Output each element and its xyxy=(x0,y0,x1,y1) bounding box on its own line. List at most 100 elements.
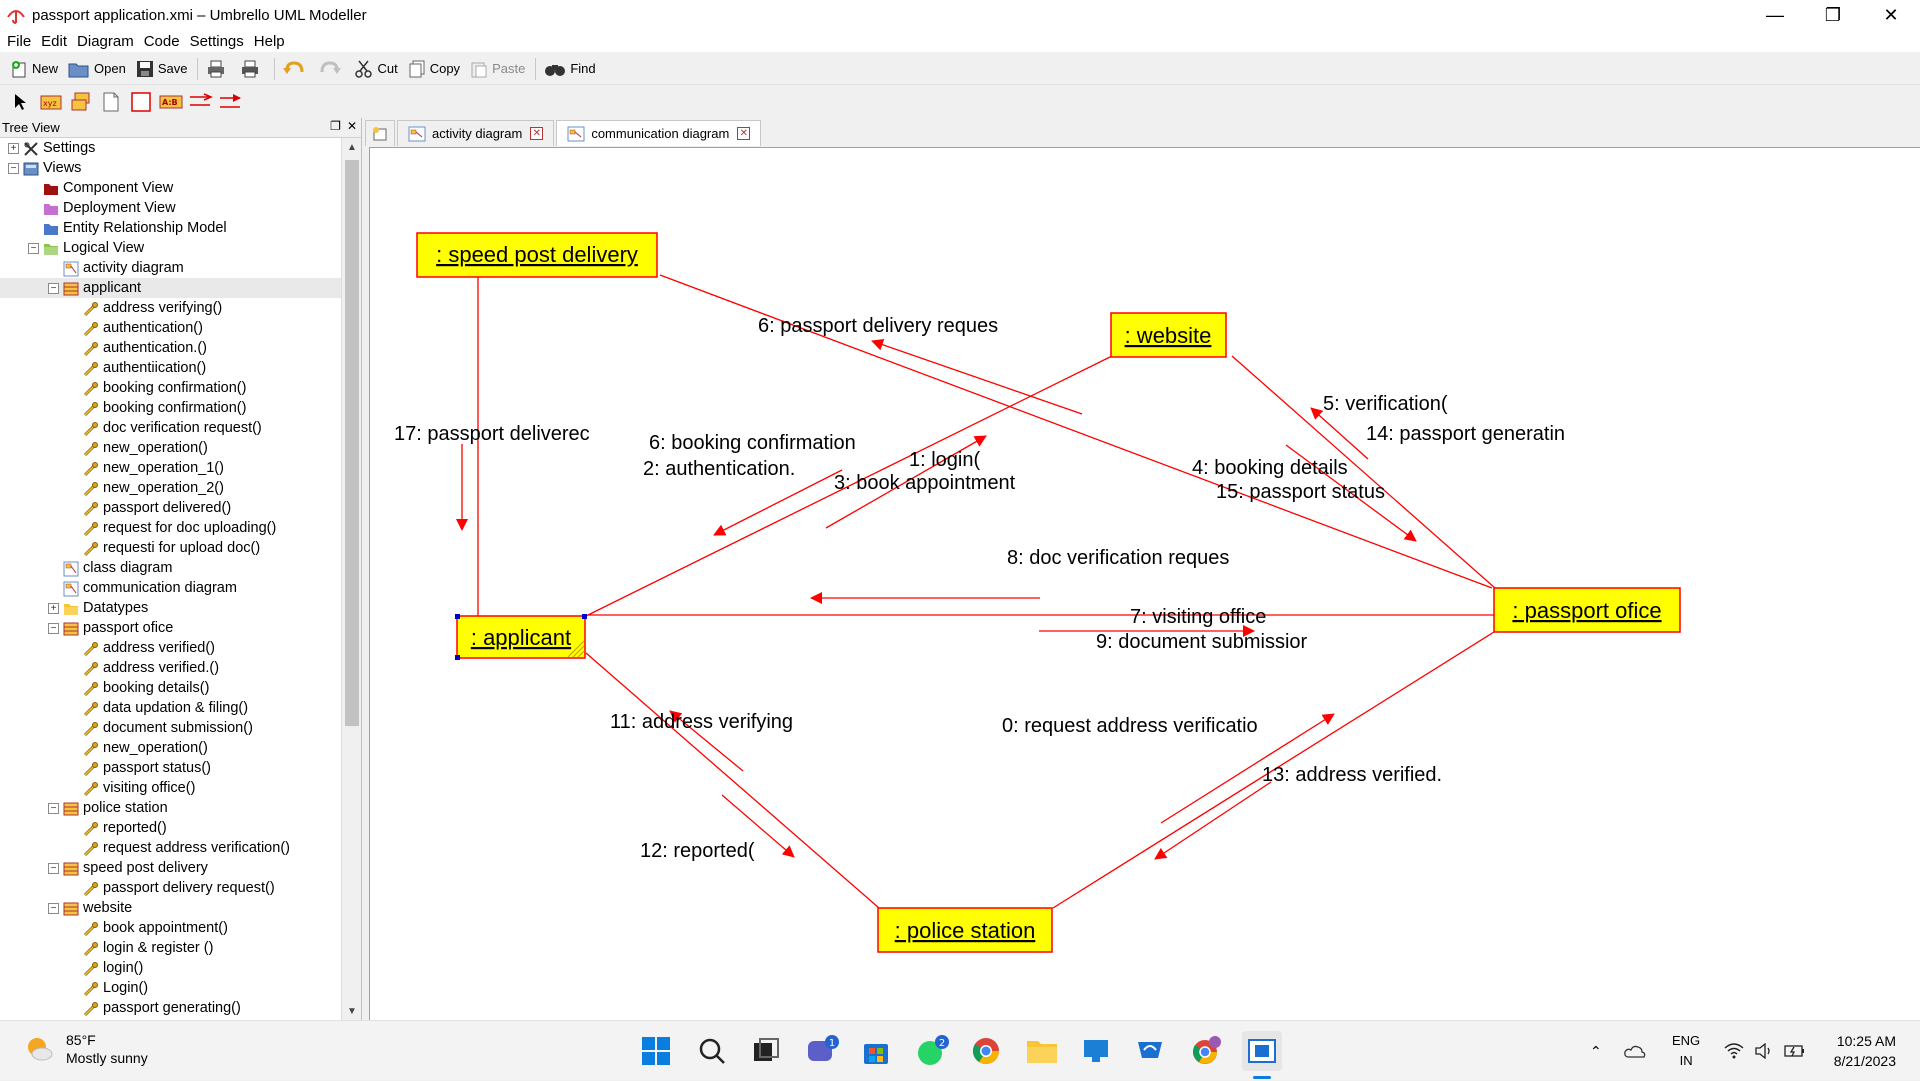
note-tool[interactable] xyxy=(98,89,124,115)
remote-desktop-button[interactable] xyxy=(1076,1031,1116,1071)
chrome-profile-button[interactable] xyxy=(1186,1031,1226,1071)
msg-arrow-address-verifying[interactable] xyxy=(669,710,744,772)
chrome-app-button[interactable] xyxy=(966,1031,1006,1071)
tree-item[interactable]: login() xyxy=(0,958,342,978)
tree-item[interactable]: request for doc uploading() xyxy=(0,518,342,538)
tree-item[interactable]: −speed post delivery xyxy=(0,858,342,878)
tree-item[interactable]: Deployment View xyxy=(0,198,342,218)
redo-button[interactable] xyxy=(315,56,349,82)
battery-charging-icon[interactable] xyxy=(1784,1043,1806,1059)
undo-button[interactable] xyxy=(279,56,313,82)
open-button[interactable]: Open xyxy=(64,56,130,82)
msg-arrow-request-address-verification[interactable] xyxy=(1160,713,1335,824)
tree-item[interactable]: new_operation() xyxy=(0,738,342,758)
scroll-up-icon[interactable]: ▲ xyxy=(347,141,357,153)
object-police-station[interactable]: : police station xyxy=(877,907,1053,953)
collapse-icon[interactable]: − xyxy=(48,622,59,634)
volume-icon[interactable] xyxy=(1754,1043,1774,1059)
collapse-icon[interactable]: − xyxy=(48,282,59,294)
float-panel-icon[interactable]: ❐ xyxy=(330,119,341,133)
tree-item[interactable]: doc verification request() xyxy=(0,418,342,438)
tree-item[interactable]: +Settings xyxy=(0,138,342,158)
scroll-down-icon[interactable]: ▼ xyxy=(347,1005,357,1017)
quick-assist-button[interactable] xyxy=(1130,1031,1170,1071)
tree-item[interactable]: −applicant xyxy=(0,278,342,298)
close-button[interactable]: ✕ xyxy=(1883,4,1899,25)
onedrive-cloud-icon[interactable] xyxy=(1623,1044,1646,1058)
tree-item[interactable]: booking confirmation() xyxy=(0,378,342,398)
collapse-icon[interactable]: − xyxy=(28,242,39,254)
tree-item[interactable]: address verified() xyxy=(0,638,342,658)
menu-file[interactable]: File xyxy=(7,32,32,50)
select-tool[interactable] xyxy=(8,89,34,115)
tree-item[interactable]: authentiication() xyxy=(0,358,342,378)
cut-button[interactable]: Cut xyxy=(351,56,401,82)
object-tool[interactable]: xyz xyxy=(38,89,64,115)
save-button[interactable]: Save xyxy=(132,56,192,82)
tree-item[interactable]: communication diagram xyxy=(0,578,342,598)
tab-communication-diagram[interactable]: communication diagram ✕ xyxy=(556,120,762,146)
tree-scrollbar[interactable]: ▲ ▼ xyxy=(341,138,361,1020)
message-tool[interactable] xyxy=(188,89,214,115)
link-applicant-police[interactable] xyxy=(585,652,880,909)
task-view-button[interactable] xyxy=(746,1031,786,1071)
tree-item[interactable]: passport status() xyxy=(0,758,342,778)
tree-item[interactable]: −police station xyxy=(0,798,342,818)
collapse-icon[interactable]: − xyxy=(48,802,59,814)
tree-item[interactable]: document submission() xyxy=(0,718,342,738)
find-button[interactable]: Find xyxy=(540,56,599,82)
close-tab-icon[interactable]: ✕ xyxy=(530,127,544,140)
copy-button[interactable]: Copy xyxy=(404,56,464,82)
tree-item[interactable]: new_operation() xyxy=(0,438,342,458)
print-preview-button[interactable] xyxy=(236,56,268,82)
object-website[interactable]: : website xyxy=(1110,312,1227,358)
language-indicator[interactable]: ENG IN xyxy=(1672,1033,1701,1068)
tree-item[interactable]: new_operation_1() xyxy=(0,458,342,478)
menu-help[interactable]: Help xyxy=(253,32,285,50)
msg-arrow-address-verified[interactable] xyxy=(1154,781,1272,860)
tree-item[interactable]: request address verification() xyxy=(0,838,342,858)
tree-item[interactable]: booking details() xyxy=(0,678,342,698)
tree-item[interactable]: authentication.() xyxy=(0,338,342,358)
start-button[interactable] xyxy=(636,1031,676,1071)
paste-button[interactable]: Paste xyxy=(466,56,529,82)
minimize-button[interactable]: — xyxy=(1766,4,1784,25)
tree-item[interactable]: booking confirmation() xyxy=(0,398,342,418)
tree-item[interactable]: passport delivered() xyxy=(0,498,342,518)
link-speedpost-passportoffice[interactable] xyxy=(659,274,1493,589)
tree-item[interactable]: address verified.() xyxy=(0,658,342,678)
menu-code[interactable]: Code xyxy=(143,32,180,50)
umbrello-taskbar-button[interactable] xyxy=(1242,1031,1282,1071)
tree-item[interactable]: Login() xyxy=(0,978,342,998)
menu-diagram[interactable]: Diagram xyxy=(77,32,134,50)
expand-icon[interactable]: + xyxy=(48,602,59,614)
tree-item[interactable]: visiting office() xyxy=(0,778,342,798)
collapse-icon[interactable]: − xyxy=(48,862,59,874)
msg-arrow-verification[interactable] xyxy=(1310,407,1369,460)
menu-settings[interactable]: Settings xyxy=(189,32,244,50)
tree-item[interactable]: class diagram xyxy=(0,558,342,578)
tree-item[interactable]: reported() xyxy=(0,818,342,838)
msg-arrow-login[interactable] xyxy=(825,435,987,529)
close-tab-icon[interactable]: ✕ xyxy=(737,127,751,140)
scrollbar-thumb[interactable] xyxy=(345,160,359,726)
tree-item[interactable]: authentication() xyxy=(0,318,342,338)
tree-item[interactable]: −Views xyxy=(0,158,342,178)
object-applicant[interactable]: : applicant xyxy=(455,614,587,660)
print-button[interactable] xyxy=(202,56,234,82)
msg-arrow-authentication[interactable] xyxy=(713,469,843,536)
whatsapp-app-button[interactable]: 2 xyxy=(912,1031,952,1071)
expand-icon[interactable]: + xyxy=(8,142,19,154)
link-police-passportoffice[interactable] xyxy=(1052,631,1495,909)
msg-arrow-booking-details[interactable] xyxy=(1285,444,1417,542)
tree-item[interactable]: Entity Relationship Model xyxy=(0,218,342,238)
msg-arrow-passport-delivery-request[interactable] xyxy=(871,338,1083,415)
tree-item[interactable]: new_operation_2() xyxy=(0,478,342,498)
file-explorer-button[interactable] xyxy=(1022,1031,1062,1071)
menu-edit[interactable]: Edit xyxy=(41,32,68,50)
weather-widget[interactable]: 85°F Mostly sunny xyxy=(24,1031,148,1067)
search-button[interactable] xyxy=(692,1031,732,1071)
tree-item[interactable]: passport generating() xyxy=(0,998,342,1018)
chevron-up-icon[interactable]: ⌃ xyxy=(1590,1042,1602,1059)
system-clock[interactable]: 10:25 AM 8/21/2023 xyxy=(1833,1033,1896,1069)
